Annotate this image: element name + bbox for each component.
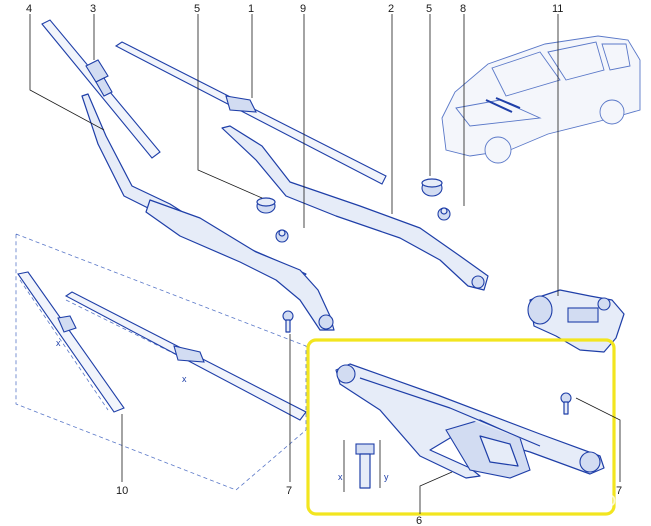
bolt-7-left <box>282 310 294 333</box>
nut-8 <box>437 207 451 221</box>
dimension-y-bolt: y <box>384 472 389 482</box>
dimension-x-bolt: x <box>338 472 343 482</box>
bolt-7-right <box>560 392 572 415</box>
callout-11: 11 <box>552 3 563 15</box>
watermark: Avito <box>572 489 616 511</box>
callout-9: 9 <box>300 3 306 15</box>
callout-6: 6 <box>416 515 422 526</box>
callout-10: 10 <box>116 485 128 497</box>
wiper-arm-2 <box>221 125 489 291</box>
leader-lines <box>29 14 621 514</box>
wiper-arm-4 <box>81 93 307 283</box>
wiper-motor-11 <box>527 289 625 353</box>
wiper-arm-pivot-left <box>145 199 335 331</box>
callout-1: 1 <box>248 3 254 15</box>
callout-8: 8 <box>460 3 466 15</box>
wiper-blade-10-short <box>17 271 125 413</box>
callout-4: 4 <box>26 3 32 15</box>
callout-3: 3 <box>90 3 96 15</box>
callout-7-left: 7 <box>286 485 292 497</box>
wiper-blade-3 <box>41 19 161 159</box>
callout-5-left: 5 <box>194 3 200 15</box>
bolt-detail <box>343 440 381 492</box>
callout-2: 2 <box>388 3 394 15</box>
highlight-frame <box>306 338 616 516</box>
nut-9 <box>275 229 289 243</box>
wiper-linkage-6 <box>335 363 605 479</box>
dimension-x-long-blade: x <box>182 374 187 384</box>
nut-cap-5-right <box>421 178 443 197</box>
wiper-blade-10-long <box>64 291 307 421</box>
callout-7-right: 7 <box>616 485 622 497</box>
dimension-x-short-blade: x <box>56 338 61 348</box>
car-illustration <box>441 35 641 164</box>
nut-cap-5-left <box>256 197 276 214</box>
wiper-blade-1 <box>114 41 387 185</box>
callout-5-right: 5 <box>426 3 432 15</box>
